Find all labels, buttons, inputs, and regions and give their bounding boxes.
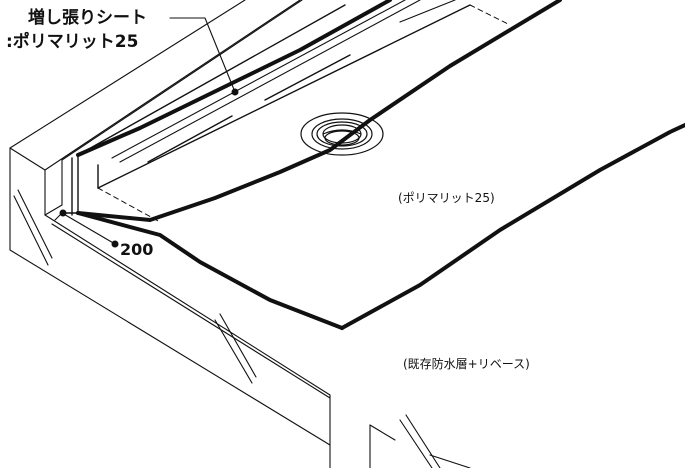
- dimension-dot-end: [111, 240, 119, 248]
- dimension-dot-start: [59, 209, 67, 217]
- main-sheet-label: (ポリマリット25): [398, 191, 495, 205]
- parapet-top: [111, 0, 456, 163]
- sheet-outline: [76, 0, 685, 330]
- slab-edge: [44, 214, 471, 468]
- parapet-wall: [9, 0, 441, 468]
- callout-dot: [231, 88, 239, 96]
- overlay-sheet-title: 増し張りシート: [28, 8, 147, 28]
- hidden-line: [97, 4, 511, 223]
- overlay-sheet: [61, 4, 471, 216]
- dimension-label: 200: [120, 240, 154, 259]
- roof-drain: [300, 112, 384, 156]
- callout-leader: [169, 17, 236, 93]
- overlay-sheet-material: :ポリマリット25: [6, 32, 139, 52]
- existing-layer-label: (既存防水層+リベース): [403, 357, 530, 371]
